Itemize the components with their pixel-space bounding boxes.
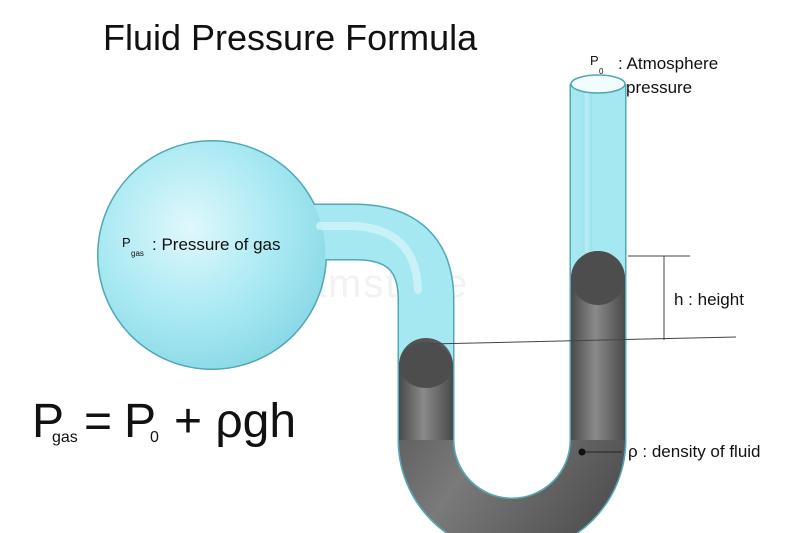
- fluid-surface-right: [571, 251, 625, 305]
- p0-symbol: P: [590, 53, 599, 68]
- formula-lhs-symbol: P: [32, 395, 65, 448]
- formula-lhs-subscript: gas: [52, 429, 78, 446]
- density-label: ρ : density of fluid: [628, 442, 761, 461]
- height-label: h : height: [674, 290, 744, 309]
- fluid-surface-left: [399, 342, 453, 388]
- page-title: Fluid Pressure Formula: [103, 17, 478, 58]
- density-pointer-dot: [578, 448, 586, 456]
- tube-opening: [570, 74, 626, 94]
- tube-highlight: [316, 222, 422, 294]
- reference-level-line: [429, 336, 737, 345]
- gas-bulb: [98, 141, 326, 369]
- formula-equals: =: [84, 395, 113, 448]
- pgas-symbol: P: [122, 235, 131, 250]
- formula-p0-symbol: P: [124, 395, 157, 448]
- pgas-subscript: gas: [131, 249, 144, 258]
- formula-rest: + ρgh: [174, 395, 297, 448]
- formula-p0-subscript: 0: [150, 429, 159, 446]
- atmosphere-label-line1: : Atmosphere: [618, 54, 719, 73]
- pgas-label: : Pressure of gas: [152, 235, 281, 254]
- p0-subscript: 0: [599, 67, 604, 76]
- fluid-column: [399, 251, 625, 533]
- atmosphere-label-line2: pressure: [626, 78, 693, 97]
- right-tube-highlight: [582, 92, 592, 252]
